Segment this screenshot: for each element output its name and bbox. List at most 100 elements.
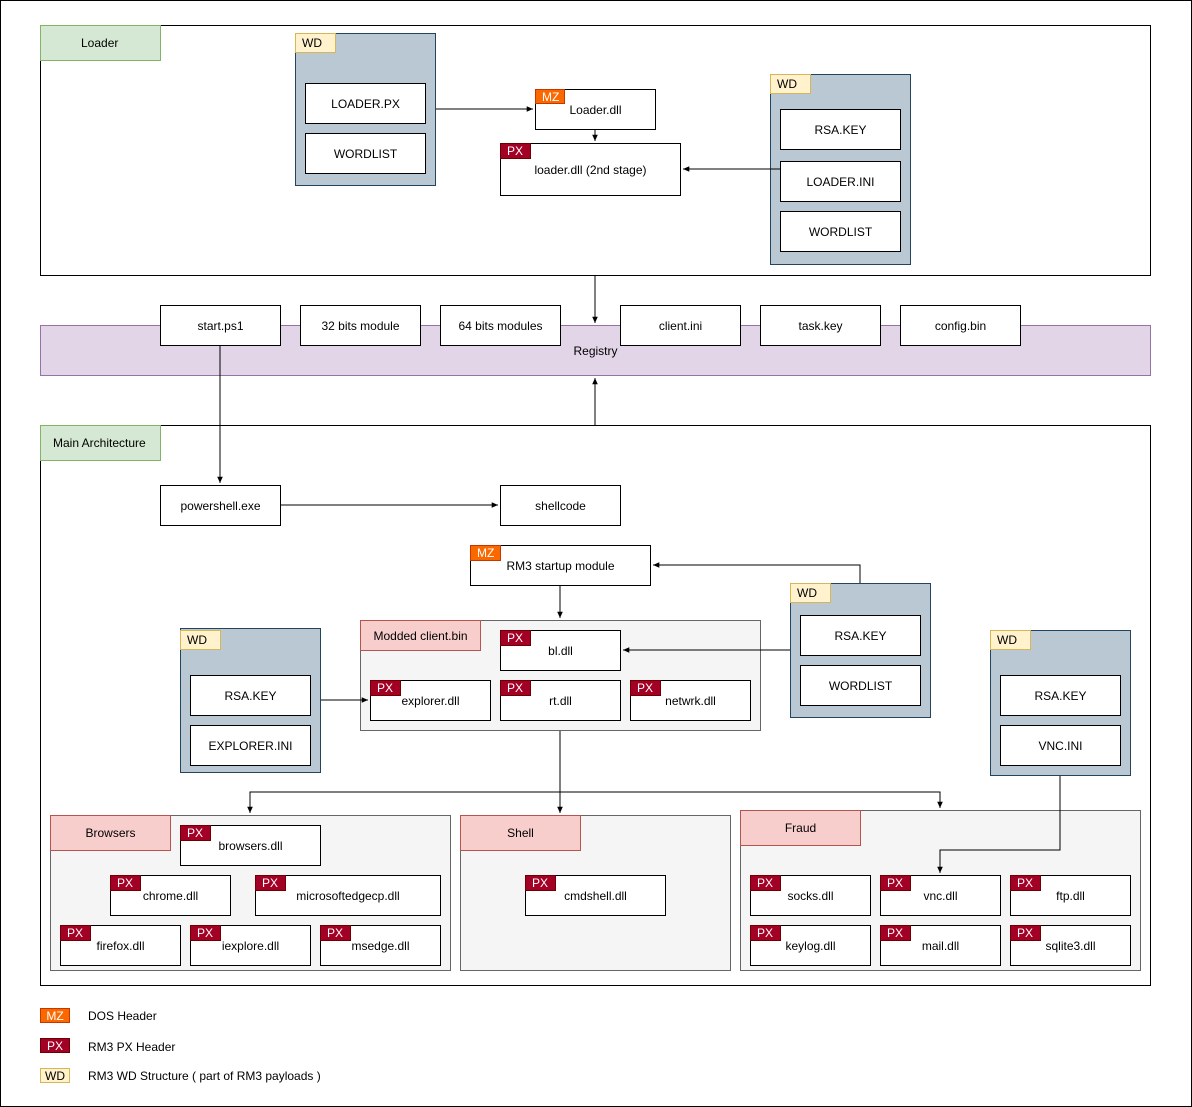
module-label: RM3 startup module bbox=[506, 558, 615, 573]
px-tag-label: PX bbox=[67, 926, 84, 940]
module-label: sqlite3.dll bbox=[1045, 938, 1096, 953]
module-label: vnc.dll bbox=[923, 888, 958, 903]
file-rsa-key: RSA.KEY bbox=[800, 615, 921, 656]
px-tag-label: PX bbox=[262, 876, 279, 890]
registry-item-start-ps1: start.ps1 bbox=[160, 305, 281, 346]
px-tag: PX bbox=[750, 925, 781, 941]
px-tag: PX bbox=[255, 875, 286, 891]
powershell-box: powershell.exe bbox=[160, 485, 281, 526]
file-label: LOADER.PX bbox=[331, 96, 400, 111]
registry-item-client-ini: client.ini bbox=[620, 305, 741, 346]
file-wordlist: WORDLIST bbox=[800, 665, 921, 706]
px-tag-label: PX bbox=[757, 926, 774, 940]
legend-wd-swatch: WD bbox=[40, 1068, 70, 1083]
px-tag: PX bbox=[180, 825, 211, 841]
file-rsa-key: RSA.KEY bbox=[1000, 675, 1121, 716]
px-tag: PX bbox=[320, 925, 351, 941]
px-tag-label: PX bbox=[327, 926, 344, 940]
px-tag-label: PX bbox=[637, 681, 654, 695]
px-tag-label: PX bbox=[757, 876, 774, 890]
legend-mz-text: DOS Header bbox=[88, 1006, 157, 1026]
registry-item-task-key: task.key bbox=[760, 305, 881, 346]
registry-item-label: config.bin bbox=[934, 318, 987, 333]
registry-item-label: task.key bbox=[798, 318, 843, 333]
module-label: loader.dll (2nd stage) bbox=[534, 162, 647, 177]
module-label: keylog.dll bbox=[785, 938, 836, 953]
legend-tag-label: PX bbox=[46, 1038, 63, 1053]
legend-px-swatch: PX bbox=[40, 1038, 70, 1053]
main-title-text: Main Architecture bbox=[53, 436, 146, 450]
registry-item-label: 64 bits modules bbox=[458, 318, 543, 333]
px-tag-label: PX bbox=[507, 631, 524, 645]
px-tag: PX bbox=[190, 925, 221, 941]
px-tag-label: PX bbox=[1017, 926, 1034, 940]
file-wordlist: WORDLIST bbox=[780, 211, 901, 252]
file-label: VNC.INI bbox=[1038, 738, 1083, 753]
group-title-label: Browsers bbox=[85, 826, 136, 840]
px-tag: PX bbox=[500, 630, 531, 646]
browsers-title: Browsers bbox=[50, 815, 171, 851]
file-label: WORDLIST bbox=[828, 678, 893, 693]
module-keylog-dll: keylog.dll bbox=[750, 925, 871, 966]
px-tag-label: PX bbox=[887, 876, 904, 890]
legend-label: RM3 PX Header bbox=[88, 1040, 176, 1054]
wd-tag: WD bbox=[295, 33, 336, 53]
file-label: LOADER.INI bbox=[806, 174, 875, 189]
file-loader-px: LOADER.PX bbox=[305, 83, 426, 124]
mz-tag-label: MZ bbox=[542, 89, 560, 104]
wd-tag-label: WD bbox=[797, 586, 817, 600]
file-label: WORDLIST bbox=[808, 224, 873, 239]
mz-tag: MZ bbox=[535, 89, 565, 104]
module-label: socks.dll bbox=[787, 888, 834, 903]
registry-item-64bit: 64 bits modules bbox=[440, 305, 561, 346]
wd-tag-label: WD bbox=[997, 633, 1017, 647]
module-label: msedge.dll bbox=[351, 938, 410, 953]
legend-tag-label: MZ bbox=[46, 1008, 64, 1023]
module-label: ftp.dll bbox=[1056, 888, 1085, 903]
module-label: rt.dll bbox=[549, 693, 572, 708]
px-tag: PX bbox=[750, 875, 781, 891]
fraud-title: Fraud bbox=[740, 810, 861, 846]
mz-tag-label: MZ bbox=[477, 546, 495, 560]
px-tag-label: PX bbox=[507, 144, 524, 158]
loader-title-text: Loader bbox=[81, 36, 119, 50]
px-tag-label: PX bbox=[377, 681, 394, 695]
legend-mz-swatch: MZ bbox=[40, 1008, 70, 1023]
legend-label: DOS Header bbox=[88, 1009, 157, 1023]
file-label: WORDLIST bbox=[333, 146, 398, 161]
wd-tag: WD bbox=[770, 74, 811, 94]
wd-tag-label: WD bbox=[302, 36, 322, 50]
process-label: powershell.exe bbox=[180, 498, 261, 513]
module-cmdshell-dll: cmdshell.dll bbox=[525, 875, 666, 916]
file-rsa-key: RSA.KEY bbox=[190, 675, 311, 716]
group-title-label: Modded client.bin bbox=[373, 628, 468, 643]
px-tag: PX bbox=[880, 925, 911, 941]
registry-item-32bit: 32 bits module bbox=[300, 305, 421, 346]
px-tag-label: PX bbox=[197, 926, 214, 940]
file-label: RSA.KEY bbox=[224, 688, 277, 703]
wd-tag-label: WD bbox=[777, 77, 797, 91]
px-tag-label: PX bbox=[507, 681, 524, 695]
px-tag: PX bbox=[370, 680, 401, 696]
shellcode-box: shellcode bbox=[500, 485, 621, 526]
file-wordlist: WORDLIST bbox=[305, 133, 426, 174]
legend-label: RM3 WD Structure ( part of RM3 payloads … bbox=[88, 1069, 321, 1083]
mz-tag: MZ bbox=[470, 545, 501, 561]
px-tag: PX bbox=[1010, 875, 1041, 891]
registry-item-config-bin: config.bin bbox=[900, 305, 1021, 346]
module-label: chrome.dll bbox=[142, 888, 199, 903]
file-label: RSA.KEY bbox=[1034, 688, 1087, 703]
px-tag: PX bbox=[500, 680, 531, 696]
module-label: mail.dll bbox=[921, 938, 960, 953]
module-label: browsers.dll bbox=[218, 838, 283, 853]
legend-px-text: RM3 PX Header bbox=[88, 1037, 175, 1057]
file-label: RSA.KEY bbox=[834, 628, 887, 643]
modded-client-title: Modded client.bin bbox=[360, 620, 481, 651]
legend-tag-label: WD bbox=[45, 1068, 65, 1083]
loader-section-title: Loader bbox=[40, 25, 161, 61]
file-label: EXPLORER.INI bbox=[208, 738, 293, 753]
file-explorer-ini: EXPLORER.INI bbox=[190, 725, 311, 766]
registry-item-label: 32 bits module bbox=[321, 318, 400, 333]
px-tag: PX bbox=[630, 680, 661, 696]
registry-item-label: start.ps1 bbox=[197, 318, 244, 333]
